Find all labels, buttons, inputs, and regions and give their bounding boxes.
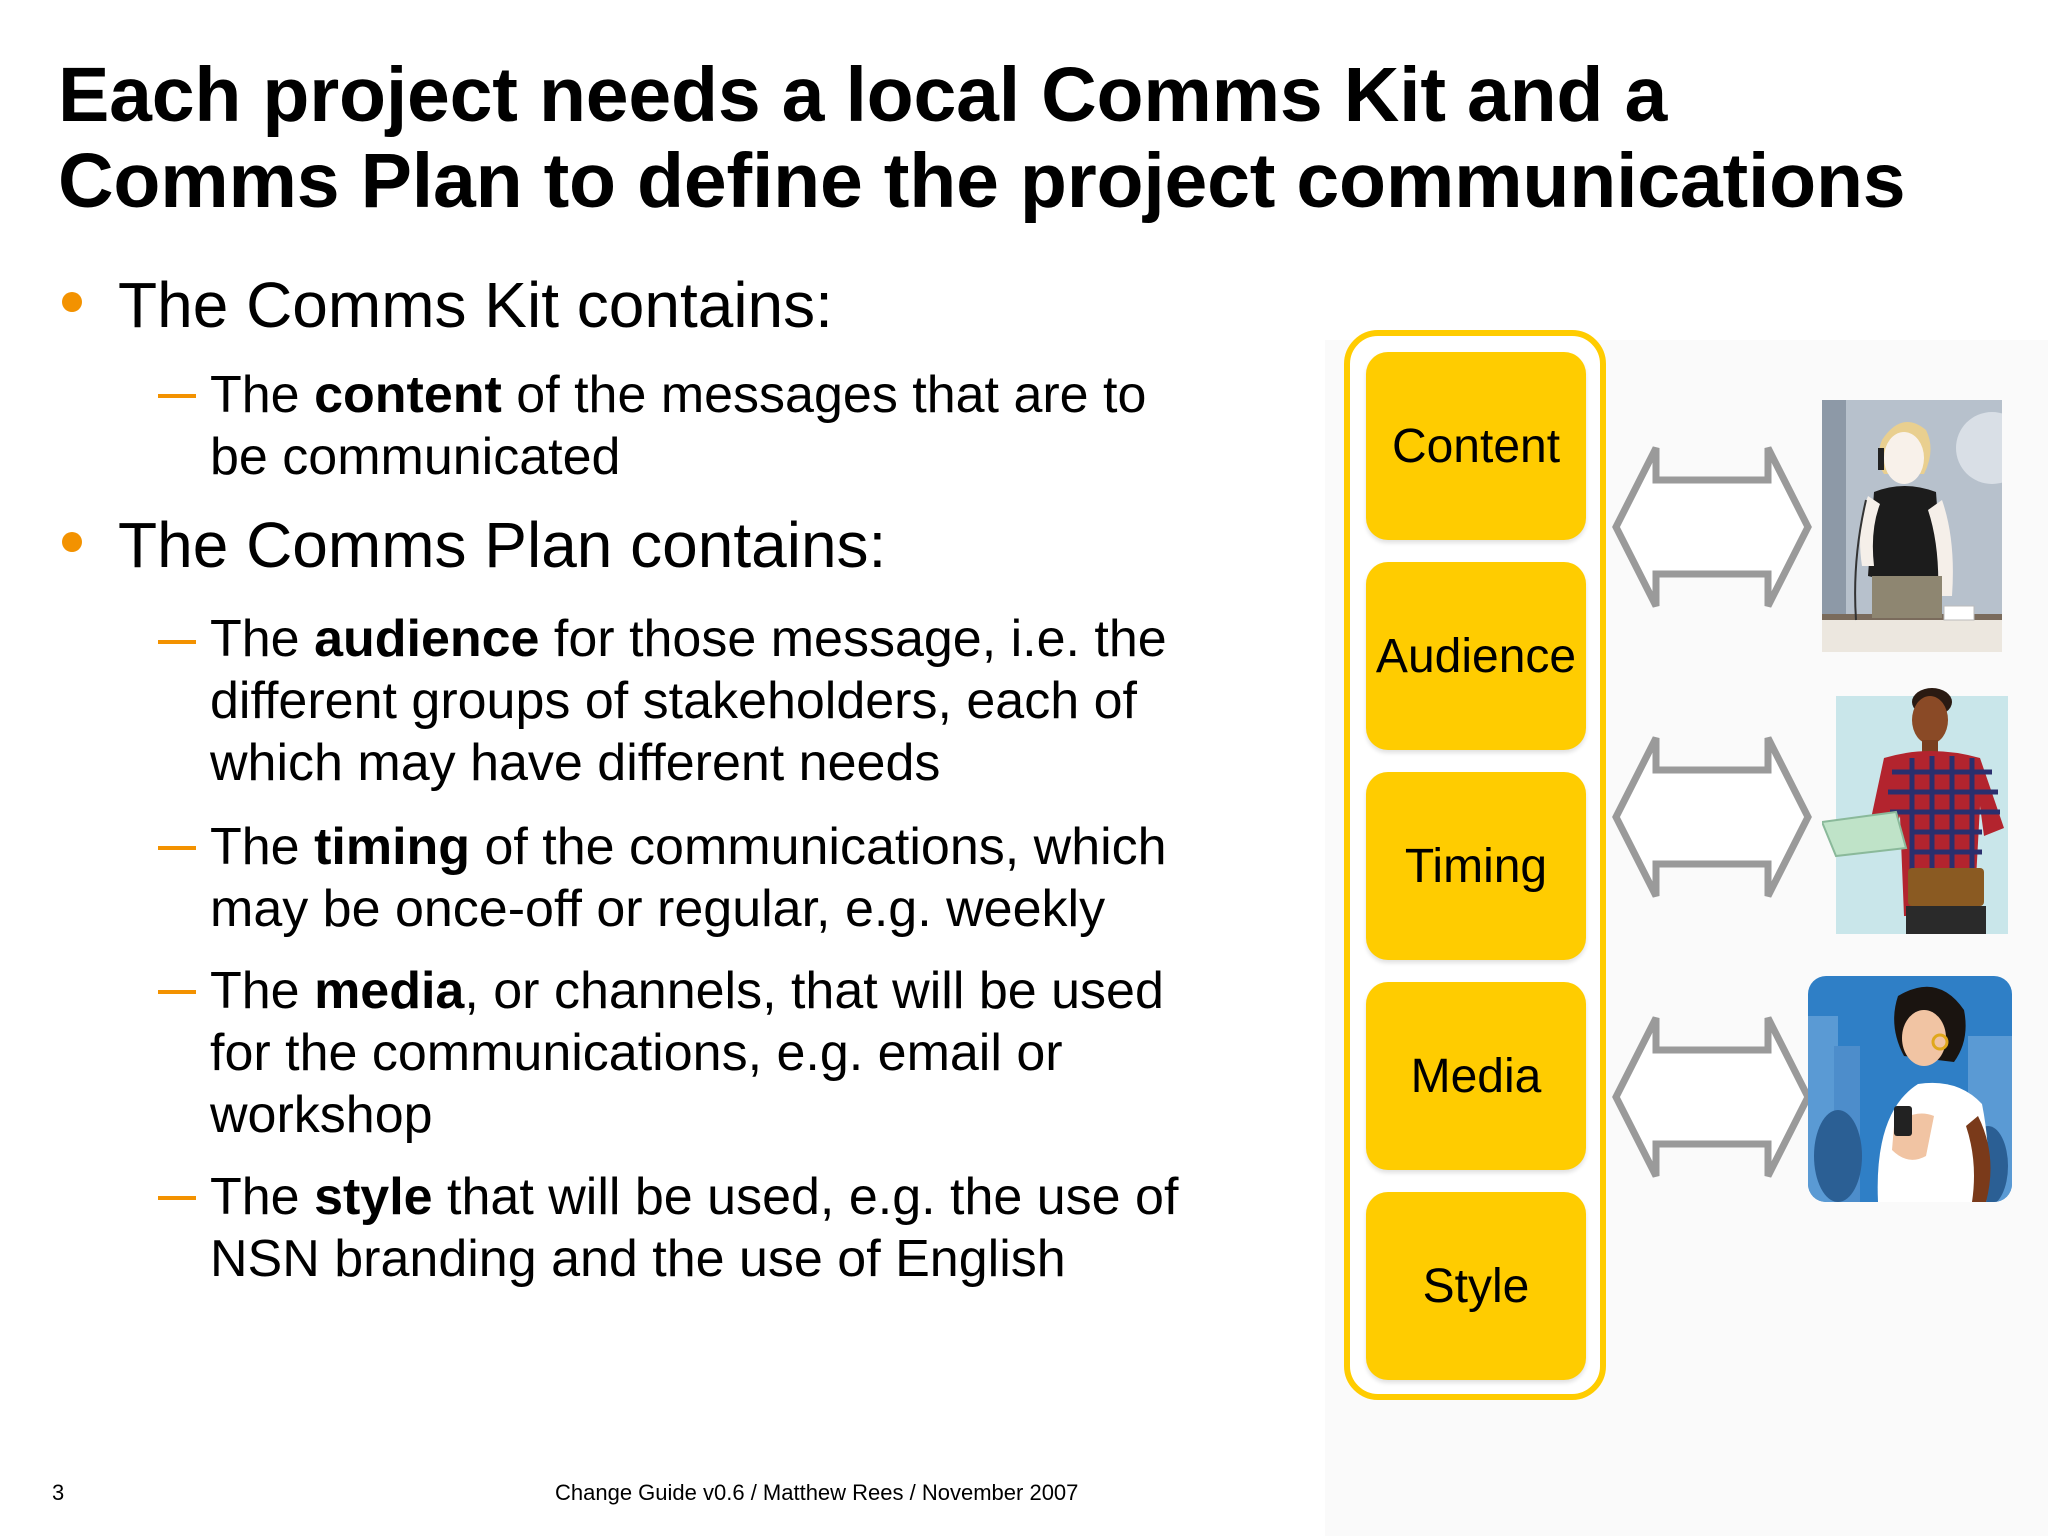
sub-bullet-dash: [158, 640, 196, 644]
sub-bullet-dash: [158, 846, 196, 850]
sub-bullet-audience: The audience for those message, i.e. the…: [210, 610, 1167, 792]
stack-box-content: Content: [1366, 352, 1586, 540]
double-arrow-icon: [1612, 446, 1812, 608]
sub-bullet-dash: [158, 394, 196, 398]
page-number: 3: [52, 1480, 65, 1505]
slide-title: Each project needs a local Comms Kit and…: [58, 52, 2018, 224]
slide-title-line-2: Comms Plan to define the project communi…: [58, 138, 1906, 224]
bullet-comms-kit: The Comms Kit contains:: [118, 269, 833, 341]
woman-on-phone-illustration: [1822, 400, 2002, 652]
sub-bullet-timing: The timing of the communications, which …: [210, 818, 1167, 938]
double-arrow-icon: [1612, 1016, 1812, 1178]
stack-box-timing: Timing: [1366, 772, 1586, 960]
bullet-comms-plan: The Comms Plan contains:: [118, 509, 887, 581]
keyword-timing: timing: [314, 818, 471, 876]
stack-box-style: Style: [1366, 1192, 1586, 1380]
stack-box-media: Media: [1366, 982, 1586, 1170]
keyword-media: media: [314, 962, 465, 1020]
man-reading-document-illustration: [1822, 688, 2008, 934]
sub-bullet-style: The style that will be used, e.g. the us…: [210, 1168, 1179, 1288]
footer-text: Change Guide v0.6 / Matthew Rees / Novem…: [555, 1480, 1079, 1505]
bullet-marker: [62, 292, 82, 312]
sub-bullet-media: The media, or channels, that will be use…: [210, 962, 1164, 1144]
stack-box-audience: Audience: [1366, 562, 1586, 750]
sub-bullet-content: The content of the messages that are to …: [210, 366, 1147, 486]
double-arrow-icon: [1612, 736, 1812, 898]
slide-title-line-1: Each project needs a local Comms Kit and…: [58, 52, 1668, 138]
keyword-audience: audience: [314, 610, 540, 668]
sub-bullet-dash: [158, 1196, 196, 1200]
keyword-style: style: [314, 1168, 433, 1226]
keyword-content: content: [314, 366, 502, 424]
bullet-marker: [62, 532, 82, 552]
woman-with-mobile-illustration: [1808, 976, 2012, 1202]
sub-bullet-dash: [158, 990, 196, 994]
